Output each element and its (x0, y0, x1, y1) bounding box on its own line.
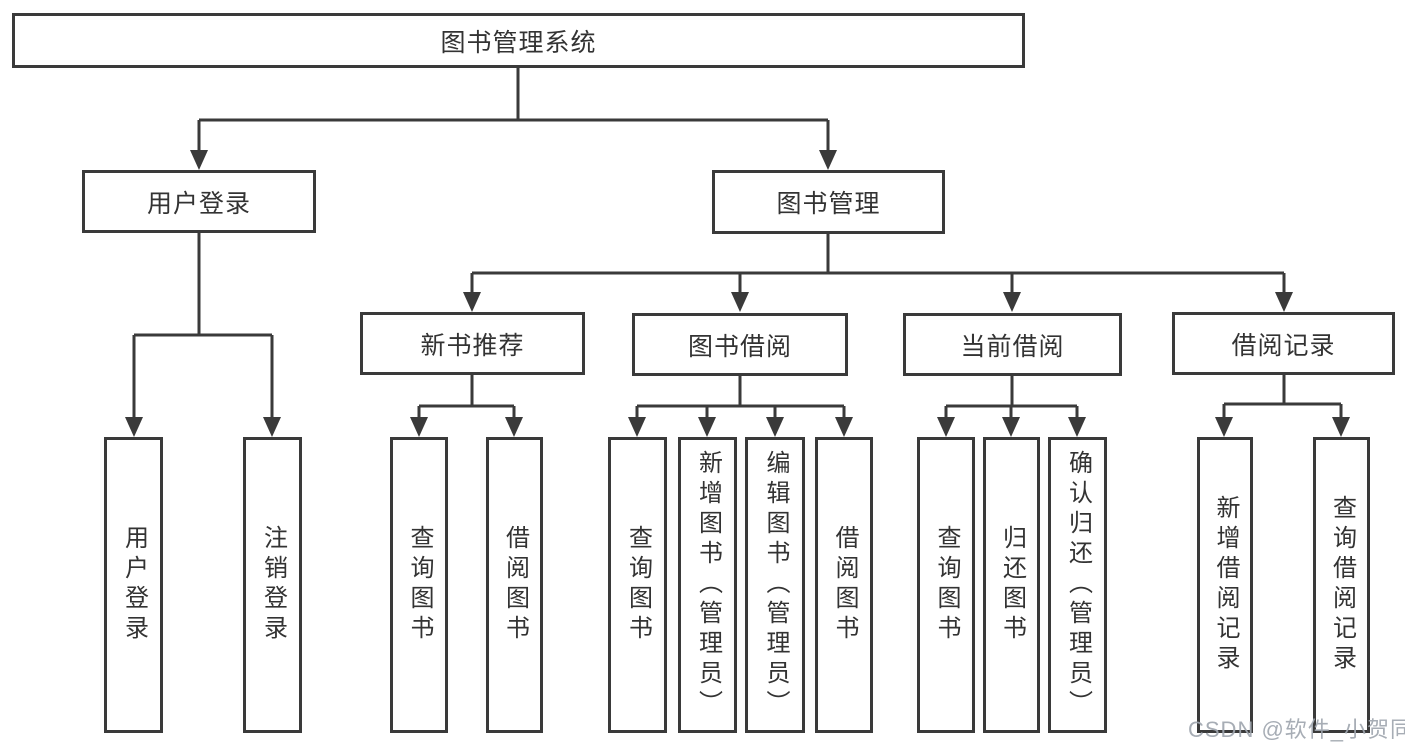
node-return-books: 归还图书 (983, 437, 1040, 733)
arrowhead-icon (835, 417, 853, 437)
arrowhead-icon (698, 417, 716, 437)
arrowheads (125, 150, 1350, 437)
arrowhead-icon (410, 417, 428, 437)
node-borrow-books-recommend: 借阅图书 (486, 437, 543, 733)
arrowhead-icon (463, 292, 481, 312)
node-new-book-recommendation: 新书推荐 (360, 312, 585, 375)
leaf-label: 用户登录 (120, 525, 148, 645)
arrowhead-icon (731, 292, 749, 312)
arrowhead-icon (766, 417, 784, 437)
node-query-books-borrowing: 查询图书 (608, 437, 667, 733)
connector-userlogin-to-children (132, 233, 274, 419)
node-add-book-admin: 新增图书（管理员） (678, 437, 737, 733)
leaf-label: 查询图书 (624, 525, 652, 645)
node-library-management-system: 图书管理系统 (12, 13, 1025, 68)
arrowhead-icon (628, 417, 646, 437)
arrowhead-icon (937, 417, 955, 437)
node-query-books-recommend: 查询图书 (390, 437, 448, 733)
node-current-borrowing: 当前借阅 (903, 313, 1122, 376)
node-logout: 注销登录 (243, 437, 302, 733)
node-book-management: 图书管理 (712, 170, 945, 234)
connector-bookmgmt-to-level3 (470, 234, 1286, 294)
node-borrowing-records: 借阅记录 (1172, 312, 1395, 375)
arrowhead-icon (190, 150, 208, 170)
node-edit-book-admin: 编辑图书（管理员） (745, 437, 805, 733)
arrowhead-icon (1215, 417, 1233, 437)
connector-root-to-level2 (197, 68, 830, 152)
leaf-label: 查询借阅记录 (1328, 495, 1356, 675)
connector-current-children (944, 376, 1079, 419)
connector-borrowing-children (635, 376, 846, 419)
arrowhead-icon (1068, 417, 1086, 437)
leaf-label: 查询图书 (406, 525, 433, 645)
leaf-label: 归还图书 (998, 525, 1026, 645)
arrowhead-icon (263, 417, 281, 437)
arrowhead-icon (819, 150, 837, 170)
node-query-books-current: 查询图书 (917, 437, 975, 733)
connector-recommend-children (417, 375, 516, 419)
watermark: CSDN @软件_小贺同学 (1188, 717, 1405, 742)
node-query-borrow-record: 查询借阅记录 (1313, 437, 1370, 733)
connector-records-children (1222, 375, 1343, 419)
node-add-borrow-record: 新增借阅记录 (1197, 437, 1253, 733)
leaf-label: 新增图书（管理员） (694, 450, 722, 720)
leaf-label: 编辑图书（管理员） (762, 450, 789, 720)
arrowhead-icon (1332, 417, 1350, 437)
leaf-label: 新增借阅记录 (1212, 495, 1239, 675)
arrowhead-icon (1275, 292, 1293, 312)
leaf-label: 借阅图书 (501, 525, 529, 645)
arrowhead-icon (1003, 292, 1021, 312)
node-user-login-leaf: 用户登录 (104, 437, 163, 733)
leaf-label: 注销登录 (259, 525, 287, 645)
arrowhead-icon (125, 417, 143, 437)
node-user-login-branch: 用户登录 (82, 170, 316, 233)
leaf-label: 借阅图书 (831, 525, 858, 645)
leaf-label: 确认归还（管理员） (1064, 450, 1092, 720)
arrowhead-icon (505, 417, 523, 437)
node-confirm-return-admin: 确认归还（管理员） (1048, 437, 1107, 733)
node-borrow-books-borrowing: 借阅图书 (815, 437, 873, 733)
node-book-borrowing: 图书借阅 (632, 313, 848, 376)
leaf-label: 查询图书 (933, 525, 960, 645)
arrowhead-icon (1002, 417, 1020, 437)
